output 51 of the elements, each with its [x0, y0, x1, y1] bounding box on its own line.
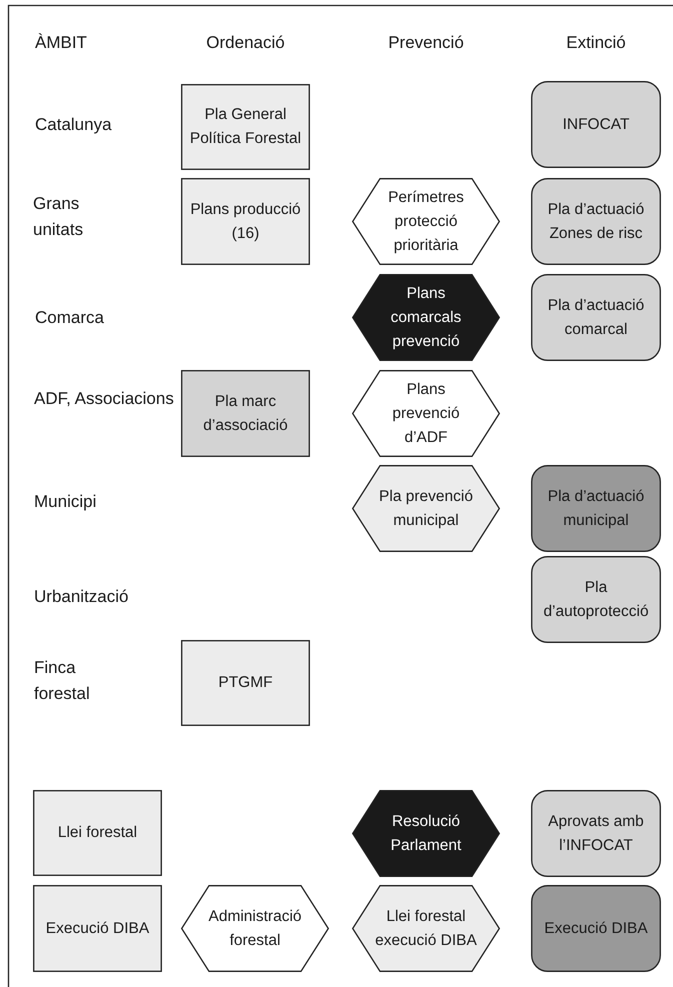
hexagon-plan — [352, 274, 500, 361]
rounded-plan-box — [531, 178, 661, 265]
row-label: Comarca — [35, 307, 105, 329]
column-header: ÀMBIT — [35, 32, 88, 54]
row-label: Finca forestal — [34, 657, 91, 705]
rounded-plan-box — [531, 465, 661, 552]
rounded-plan-box — [531, 81, 661, 168]
plan-label: Pla d’actuació Zones de risc — [546, 200, 646, 244]
column-header: Prevenció — [387, 32, 465, 54]
rounded-plan-box — [531, 885, 661, 972]
hexagon-plan — [352, 465, 500, 552]
row-label: Urbanització — [34, 586, 130, 608]
plan-box — [181, 370, 310, 457]
rounded-plan-box — [531, 556, 661, 643]
row-label: Catalunya — [35, 114, 113, 136]
plan-box — [181, 178, 310, 265]
plan-label: Pla prevenció municipal — [378, 486, 474, 530]
plan-label: Plans prevenció d’ADF — [391, 380, 461, 448]
rounded-plan-box — [531, 274, 661, 361]
plan-label: Plans producció (16) — [189, 200, 302, 244]
column-header: Extinció — [565, 32, 627, 54]
hexagon-plan — [352, 885, 500, 972]
plan-box — [181, 84, 310, 170]
plan-label: Pla d’actuació comarcal — [546, 296, 646, 340]
plan-label: Perímetres protecció prioritària — [387, 188, 465, 256]
row-label: ADF, Associacions — [34, 388, 174, 410]
rounded-plan-box — [531, 790, 661, 877]
plan-label: Execució DIBA — [44, 918, 150, 938]
row-label: Municipi — [34, 491, 98, 513]
hexagon-plan — [352, 370, 500, 457]
plan-label: Execució DIBA — [543, 918, 649, 938]
plan-label: Pla General Política Forestal — [188, 105, 302, 149]
column-header: Ordenació — [205, 32, 286, 54]
plan-label: PTGMF — [217, 673, 274, 693]
plan-label: Llei forestal execució DIBA — [374, 906, 478, 950]
plan-label: Pla d’autoprotecció — [542, 578, 650, 622]
plan-box — [33, 790, 162, 876]
plan-label: Aprovats amb l’INFOCAT — [547, 812, 645, 856]
hexagon-plan — [181, 885, 329, 972]
plan-label: Pla d’actuació municipal — [546, 486, 646, 530]
plan-box — [181, 640, 310, 726]
plan-label: Administració forestal — [207, 906, 303, 950]
row-label: Grans unitats — [33, 193, 84, 241]
hexagon-plan — [352, 178, 500, 265]
plan-label: Llei forestal — [56, 823, 138, 843]
plan-box — [33, 885, 162, 972]
plan-label: INFOCAT — [562, 114, 630, 134]
plan-label: Resolució Parlament — [390, 812, 462, 856]
hexagon-plan — [352, 790, 500, 877]
plan-label: Plans comarcals prevenció — [390, 284, 462, 352]
plan-label: Pla marc d’associació — [202, 392, 289, 436]
